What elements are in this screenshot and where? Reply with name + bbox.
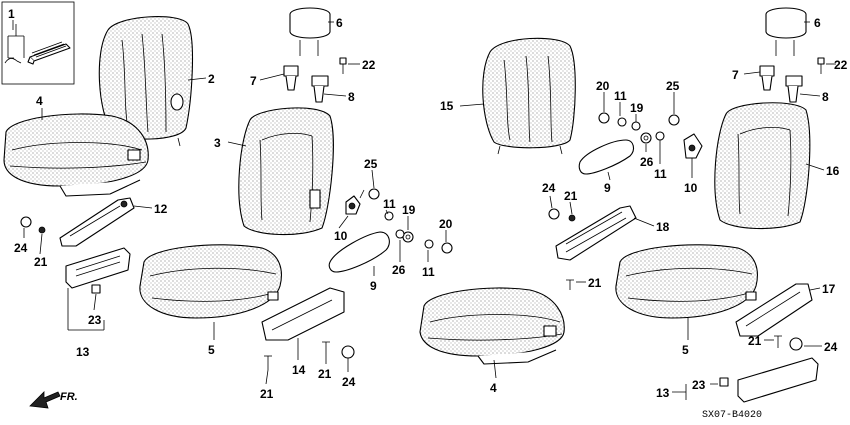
- inset-box-part-1: [1, 1, 75, 85]
- left-recliner-knob-25-10: [345, 188, 380, 215]
- callout-21-left-a: 21: [34, 255, 48, 269]
- front-direction-label: FR.: [60, 391, 78, 403]
- callout-13-left: 13: [76, 345, 90, 359]
- right-headrest-guide-7: [759, 65, 775, 91]
- left-armrest-9: [328, 231, 390, 273]
- callout-21-left-b: 21: [318, 367, 332, 381]
- right-hinge-cover-18: [555, 205, 637, 261]
- left-hinge-cover-12: [59, 197, 135, 247]
- callout-7-right: 7: [732, 68, 739, 82]
- left-screw-21-lower: [264, 355, 272, 370]
- callout-14: 14: [292, 363, 306, 377]
- callout-6-left: 6: [336, 16, 343, 30]
- callout-21-right-a: 21: [564, 189, 578, 203]
- callout-21-right-c: 21: [748, 334, 762, 348]
- callout-24-right-b: 24: [824, 340, 838, 354]
- right-cap-24: [789, 337, 803, 351]
- callout-22-left: 22: [362, 58, 376, 72]
- callout-22-right: 22: [834, 58, 848, 72]
- callout-21-left-c: 21: [260, 387, 274, 401]
- callout-26-left: 26: [392, 263, 406, 277]
- left-screw-21-mid: [322, 341, 330, 354]
- left-seat-cushion-pad-5: [139, 244, 282, 319]
- callout-23-right: 23: [692, 378, 706, 392]
- callout-25-right: 25: [666, 79, 680, 93]
- callout-5-left: 5: [208, 343, 215, 357]
- right-seat-cushion-assembly: [419, 287, 565, 365]
- right-lower-cover-13: [737, 357, 819, 403]
- callout-10-right: 10: [684, 181, 698, 195]
- callout-2: 2: [208, 72, 215, 86]
- right-recliner-knob-25-10: [668, 114, 703, 159]
- callout-20-left: 20: [439, 217, 453, 231]
- seat-spring-clips-icon: [27, 41, 71, 65]
- right-headrest: [765, 7, 807, 56]
- left-seat-back-assembly: [98, 16, 193, 147]
- callout-17: 17: [822, 282, 836, 296]
- left-clip-23: [91, 284, 101, 294]
- callout-16: 16: [826, 164, 840, 178]
- callout-24-right-a: 24: [542, 181, 556, 195]
- callout-19-left: 19: [402, 203, 416, 217]
- callout-6-right: 6: [814, 16, 821, 30]
- callout-8-left: 8: [348, 90, 355, 104]
- callout-15: 15: [440, 99, 454, 113]
- callout-25-left: 25: [364, 157, 378, 171]
- left-seatback-pad: [238, 107, 334, 236]
- right-seatback-pad-16: [714, 102, 811, 230]
- left-clip-24-21: [20, 216, 46, 234]
- callout-8-right: 8: [822, 90, 829, 104]
- right-screw-21-mid: [774, 335, 782, 348]
- left-screw-22: [339, 57, 347, 74]
- callout-3: 3: [214, 136, 221, 150]
- callout-11-right-b: 11: [654, 167, 667, 181]
- callout-11-right-a: 11: [614, 89, 627, 103]
- left-washers-11-19-20-26: [384, 211, 453, 254]
- callout-9-right: 9: [604, 181, 611, 195]
- callout-21-right-b: 21: [588, 276, 602, 290]
- callout-5-right: 5: [682, 343, 689, 357]
- callout-26-right: 26: [640, 155, 654, 169]
- left-seat-cushion-assembly: [3, 113, 149, 197]
- callout-4-right: 4: [490, 381, 497, 395]
- right-screw-22: [817, 57, 825, 74]
- callout-20-right: 20: [596, 79, 610, 93]
- right-seat-cushion-pad-5: [615, 244, 758, 319]
- callout-7-left: 7: [250, 74, 257, 88]
- leader-lines: [12, 20, 836, 400]
- callout-11-left-a: 11: [383, 197, 396, 211]
- callout-24-left-a: 24: [14, 241, 28, 255]
- right-armrest-9: [578, 139, 635, 175]
- callout-18: 18: [656, 220, 670, 234]
- right-seat-back-assembly: [482, 37, 576, 155]
- callout-19-right: 19: [630, 101, 644, 115]
- right-clip-24-21: [548, 208, 576, 222]
- left-headrest-guide-8: [311, 75, 329, 103]
- callout-13-right: 13: [656, 386, 670, 400]
- callout-4-left: 4: [36, 94, 43, 108]
- left-lower-cover-13: [65, 247, 131, 289]
- callout-11-left-b: 11: [422, 265, 435, 279]
- right-screw-21-lower: [566, 279, 574, 290]
- front-direction-arrow: FR.: [29, 391, 78, 409]
- callout-1: 1: [8, 7, 15, 21]
- right-side-trim-17: [735, 283, 813, 337]
- right-headrest-guide-8: [785, 75, 803, 103]
- left-headrest: [289, 7, 331, 56]
- right-clip-23: [719, 377, 729, 387]
- left-headrest-guide-7: [283, 65, 299, 91]
- callout-23-left: 23: [88, 313, 102, 327]
- callout-numbers: 1 2 3 4 6 7 8 22 25 10 11 19 20 11 26 9 …: [8, 7, 848, 401]
- callout-9-left: 9: [370, 279, 377, 293]
- callout-24-left-b: 24: [342, 375, 356, 389]
- diagram-code: SX07-B4020: [702, 410, 762, 421]
- left-side-trim-14: [261, 287, 345, 341]
- callout-12: 12: [154, 202, 168, 216]
- callout-10-left: 10: [334, 229, 348, 243]
- right-small-parts-20-11-19-26: [598, 112, 665, 144]
- left-cap-24: [341, 345, 355, 359]
